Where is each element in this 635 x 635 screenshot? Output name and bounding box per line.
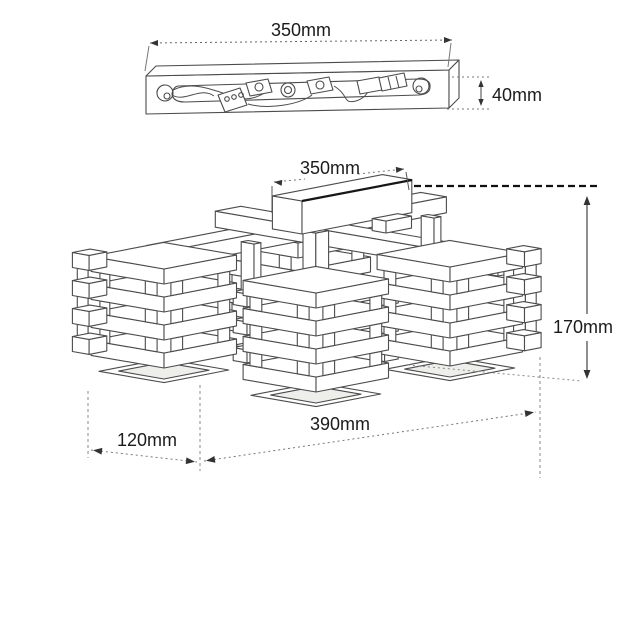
drawing-shape: [506, 301, 542, 309]
drawing-shape: [90, 241, 238, 270]
dimension-labels: 350mm 40mm 350mm 170mm 390mm 120mm: [117, 20, 613, 450]
drawing-shape: [315, 80, 325, 90]
drawing-shape: [163, 92, 171, 100]
drawing-shape: [506, 329, 542, 337]
drawing-shape: [242, 265, 390, 294]
drawing-shape: [395, 166, 404, 173]
drawing-shape: [238, 92, 244, 98]
dim-fixture-height: 170mm: [553, 317, 613, 337]
drawing-shape: [217, 87, 248, 113]
drawing-shape: [271, 195, 303, 235]
drawing-shape: [93, 447, 103, 455]
drawing-shape: [245, 78, 273, 97]
drawing-shape: [150, 40, 159, 47]
drawing-shape: [583, 196, 591, 205]
drawing-shape: [420, 213, 442, 219]
drawing-shape: [443, 37, 452, 44]
drawing-shape: [301, 178, 413, 203]
drawing-shape: [420, 77, 430, 86]
dim-shade-width: 120mm: [117, 430, 177, 450]
drawing-shape: [506, 245, 542, 253]
drawing-shape: [378, 72, 408, 92]
drawing-shape: [283, 85, 293, 95]
drawing-shape: [405, 171, 410, 191]
drawing-shape: [90, 449, 198, 463]
drawing-shape: [524, 410, 534, 417]
drawing-shape: [478, 80, 484, 87]
dim-fixture-width: 390mm: [310, 414, 370, 434]
drawing-shape: [478, 99, 484, 106]
drawing-shape: [254, 82, 264, 92]
drawing-shape: [185, 457, 195, 465]
drawing-shape: [71, 248, 108, 256]
drawing-shape: [231, 94, 237, 100]
drawing-shape: [583, 370, 591, 379]
line-art: [71, 37, 600, 478]
drawing-shape: [206, 456, 216, 463]
drawing-shape: [448, 59, 460, 109]
drawing-shape: [149, 39, 453, 44]
drawing-shape: [387, 76, 392, 90]
drawing-shape: [506, 273, 542, 281]
drawing-shape: [224, 96, 230, 102]
drawing-shape: [240, 239, 262, 245]
drawing-shape: [247, 94, 313, 107]
dim-bracket-width: 350mm: [271, 20, 331, 40]
drawing-shape: [171, 92, 215, 98]
drawing-shape: [71, 276, 108, 284]
drawing-shape: [447, 42, 452, 68]
drawing-shape: [395, 75, 400, 89]
drawing-shape: [156, 84, 166, 95]
drawing-shape: [274, 179, 283, 186]
drawing-shape: [376, 239, 524, 268]
drawing-shape: [71, 304, 108, 312]
drawing-shape: [203, 411, 537, 462]
dim-canopy-width: 350mm: [300, 158, 360, 178]
drawing-shape: [415, 85, 423, 93]
drawing-shape: [144, 45, 150, 72]
drawing-shape: [407, 364, 583, 382]
drawing-shape: [306, 76, 334, 95]
drawing-shape: [71, 332, 108, 340]
dim-bracket-depth: 40mm: [492, 85, 542, 105]
drawing-shape: [280, 82, 296, 98]
drawing-shape: [371, 213, 413, 222]
